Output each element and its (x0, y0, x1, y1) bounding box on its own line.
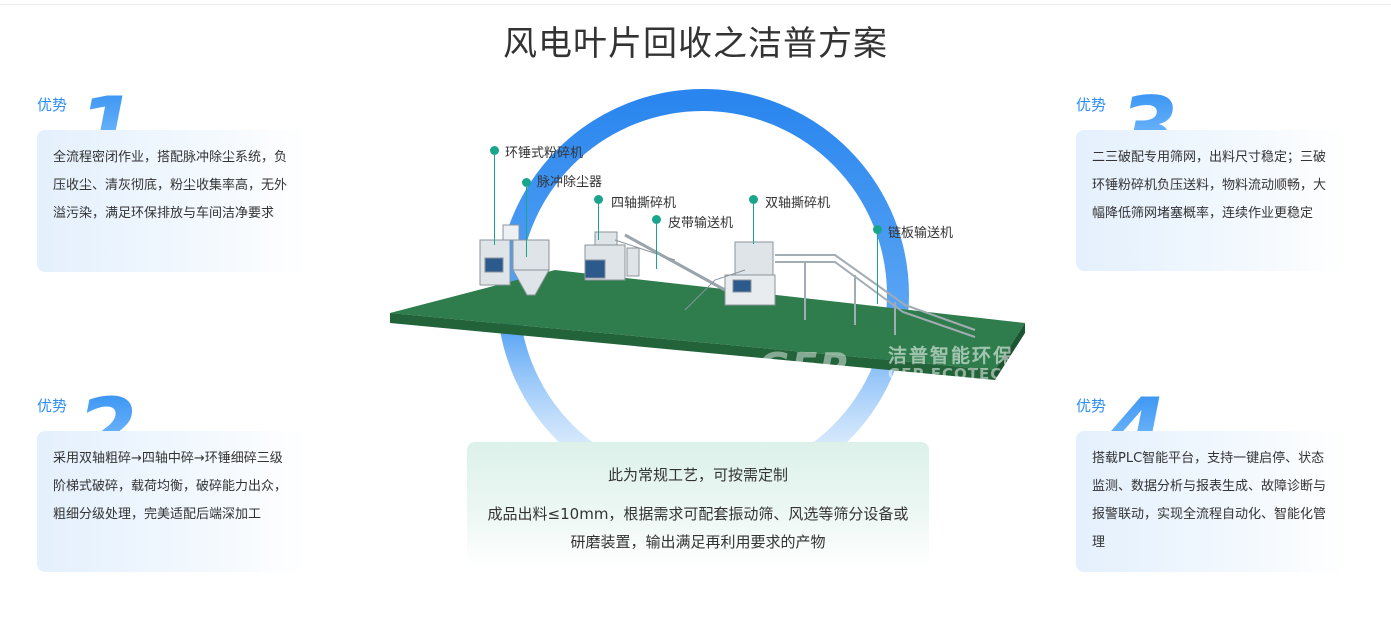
label-four-shaft-shredder: 四轴撕碎机 (611, 196, 677, 211)
label-chain-conveyor: 链板输送机 (888, 226, 954, 241)
advantage-tag: 优势 (1076, 96, 1107, 114)
marker-stem (494, 155, 495, 245)
advantage-card: 全流程密闭作业，搭配脉冲除尘系统，负压收尘、清灰彻底，粉尘收集率高，无外溢污染，… (37, 130, 307, 272)
marker-dot (749, 195, 758, 204)
marker-dot (522, 178, 531, 187)
marker-stem (656, 224, 657, 269)
marker-dot (490, 146, 499, 155)
marker-stem (526, 187, 527, 257)
label-belt-conveyor: 皮带输送机 (668, 216, 734, 231)
platform-side (995, 323, 1025, 380)
label-dual-shaft-shredder: 双轴撕碎机 (765, 196, 831, 211)
advantage-tag: 优势 (37, 96, 68, 114)
process-note: 此为常规工艺，可按需定制 成品出料≤10mm，根据需求可配套振动筛、风选等筛分设… (467, 442, 929, 568)
brand-name-en: GEP ECOTECH (888, 365, 1016, 383)
top-divider (0, 4, 1391, 5)
label-dust-collector: 脉冲除尘器 (537, 175, 603, 190)
four-shaft-shredder-unit (584, 231, 676, 281)
brand-name-cn: 洁普智能环保 (888, 345, 1015, 367)
marker-stem (877, 234, 878, 304)
belt-conveyor-line (624, 233, 726, 292)
platform-top (390, 270, 1025, 370)
marker-dot (594, 195, 603, 204)
chain-conveyor-unit (775, 254, 976, 338)
advantage-card: 采用双轴粗碎→四轴中碎→环锤细碎三级阶梯式破碎，载荷均衡，破碎能力出众，粗细分级… (37, 431, 307, 572)
advantage-card: 二三破配专用筛网，出料尺寸稳定；三破环锤粉碎机负压送料，物料流动顺畅，大幅降低筛… (1076, 130, 1346, 271)
hammer-mill-unit (479, 224, 550, 296)
marker-dot (873, 225, 882, 234)
brand-logo: GEP (758, 345, 849, 389)
marker-dot (652, 215, 661, 224)
dual-shaft-shredder-unit (684, 241, 776, 311)
advantage-tag: 优势 (37, 397, 68, 415)
marker-stem (753, 204, 754, 244)
advantage-tag: 优势 (1076, 397, 1107, 415)
note-body: 成品出料≤10mm，根据需求可配套振动筛、风选等筛分设备或研磨装置，输出满足再利… (487, 505, 909, 551)
marker-stem (598, 204, 599, 240)
advantage-card: 搭载PLC智能平台，支持一键启停、状态监测、数据分析与报表生成、故障诊断与报警联… (1076, 431, 1346, 572)
label-hammer-mill: 环锤式粉碎机 (505, 146, 584, 161)
page-title: 风电叶片回收之洁普方案 (503, 24, 888, 64)
platform-front (390, 313, 995, 380)
production-line-illustration (390, 224, 1025, 380)
note-heading: 此为常规工艺，可按需定制 (607, 466, 788, 484)
